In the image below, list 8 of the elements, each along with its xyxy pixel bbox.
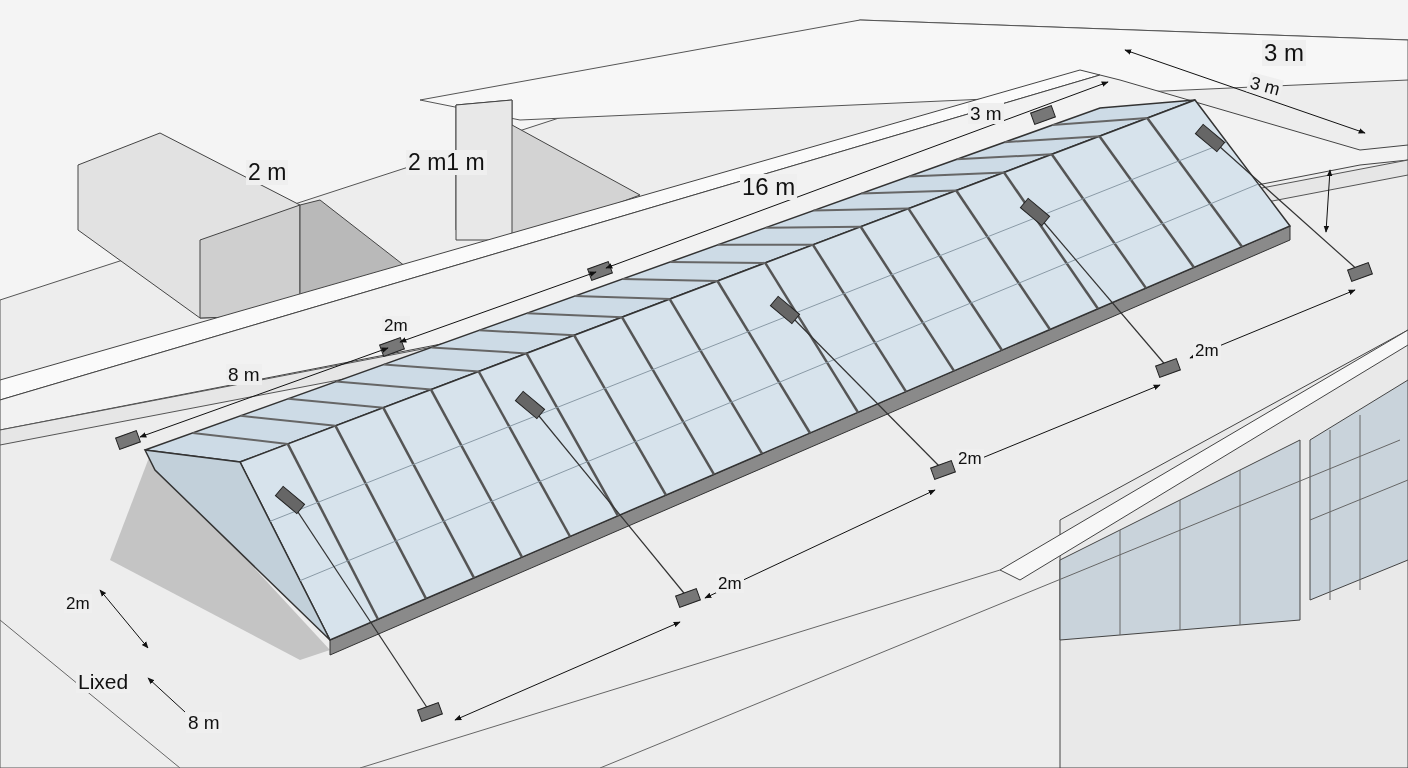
dimension-label: 2m	[956, 449, 984, 468]
dimension-label: 3 m	[1262, 40, 1306, 66]
dimension-label: 3 m	[968, 103, 1004, 124]
dimension-label: 2 m	[246, 160, 289, 185]
dimension-label: 16 m	[740, 174, 798, 200]
dimension-label: 2 m1 m	[406, 150, 487, 175]
dimension-label: 2m	[716, 574, 744, 593]
dimension-label: 2m	[1193, 341, 1221, 360]
